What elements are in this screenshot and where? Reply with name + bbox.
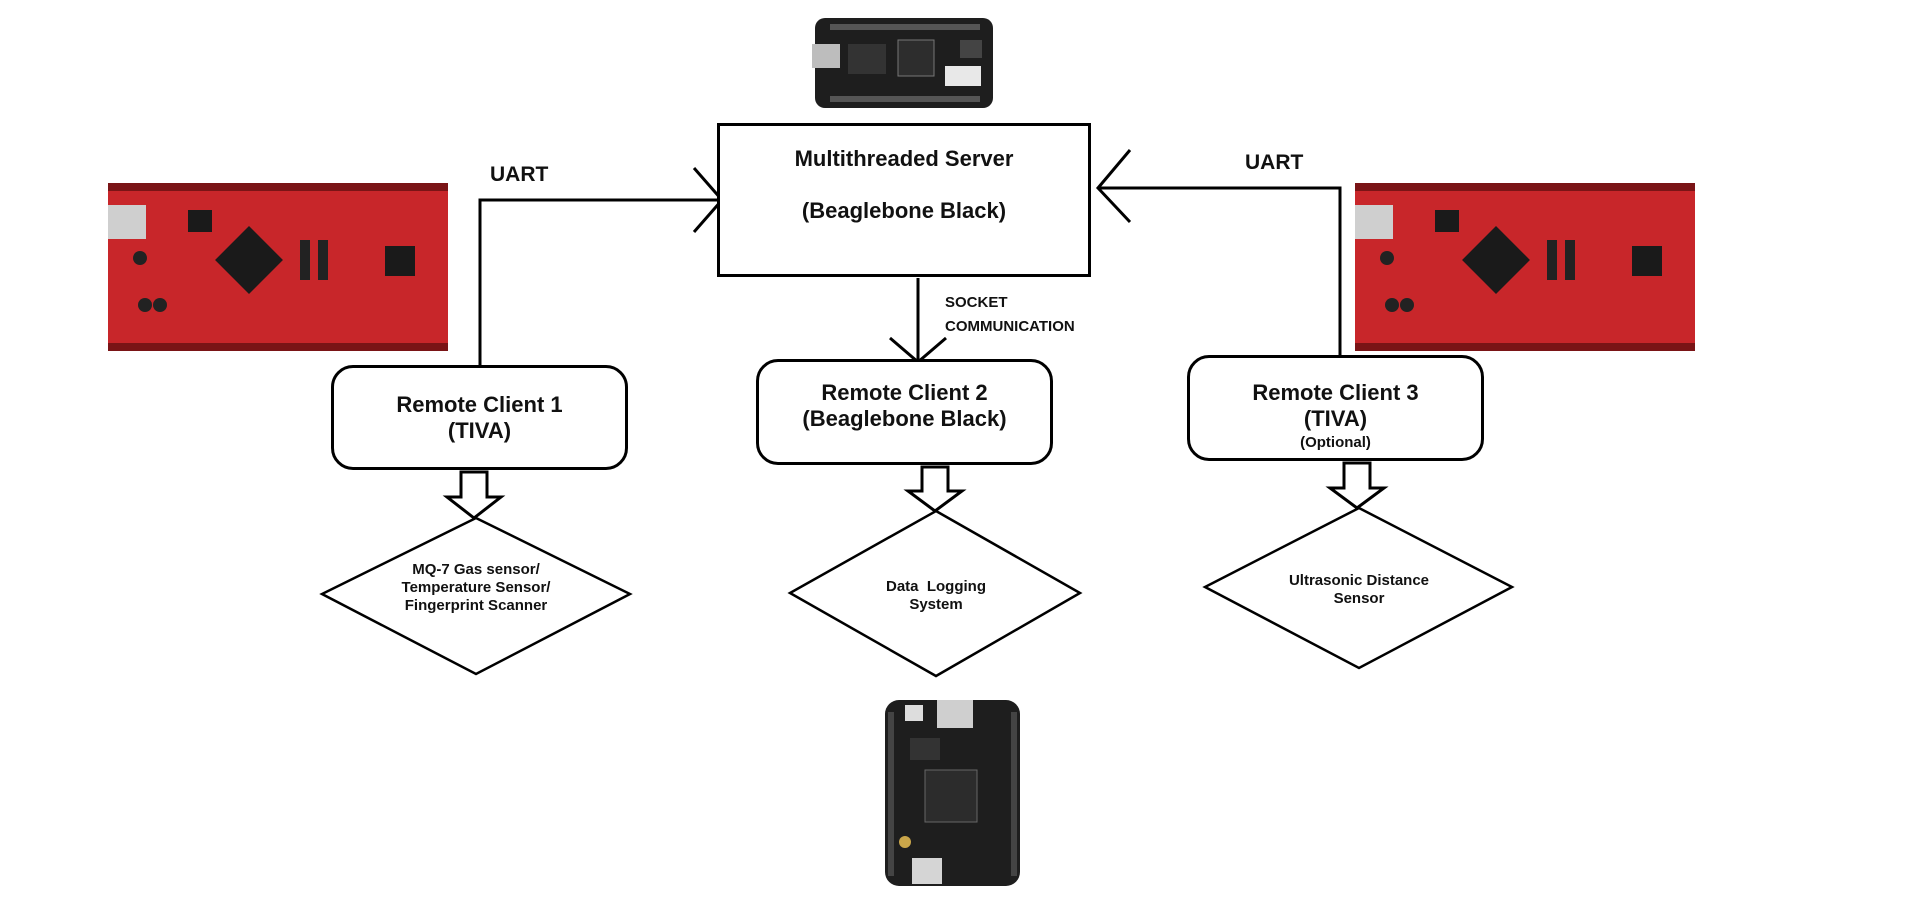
device-3-label: Ultrasonic Distance Sensor	[1259, 572, 1459, 608]
device-diamond-3	[1202, 506, 1515, 670]
device-1-line-1: MQ-7 Gas sensor/	[412, 561, 540, 578]
device-1-line-2: Temperature Sensor/	[401, 579, 551, 596]
socket-label-line1: SOCKET	[945, 294, 1008, 311]
tiva-board-right-image	[1355, 183, 1695, 351]
tiva-board-left-image	[108, 183, 448, 351]
uart-right-label: UART	[1245, 151, 1304, 174]
device-2-line-2: System	[909, 596, 963, 613]
device-diamond-1	[319, 516, 633, 676]
beaglebone-board-bottom-image	[885, 700, 1020, 886]
down-arrow-3	[1325, 461, 1389, 510]
remote-client-2-box: Remote Client 2 (Beaglebone Black)	[756, 359, 1053, 465]
client-1-title: Remote Client 1	[396, 392, 563, 417]
client-1-subtitle: (TIVA)	[447, 418, 512, 443]
uart-right-arrowhead	[1095, 149, 1132, 224]
device-3-line-2: Sensor	[1333, 590, 1385, 607]
device-3-line-1: Ultrasonic Distance	[1288, 572, 1430, 589]
remote-client-1-box: Remote Client 1 (TIVA)	[331, 365, 628, 470]
down-arrow-2	[903, 465, 967, 513]
server-box: Multithreaded Server (Beaglebone Black)	[717, 123, 1091, 277]
client-2-subtitle: (Beaglebone Black)	[802, 406, 1007, 431]
socket-label-line2: COMMUNICATION	[945, 318, 1075, 335]
client-3-subtitle: (TIVA)	[1303, 406, 1368, 431]
device-diamond-2	[787, 509, 1083, 678]
client-3-note: (Optional)	[1300, 434, 1371, 451]
client-2-title: Remote Client 2	[821, 380, 988, 405]
server-subtitle: (Beaglebone Black)	[801, 198, 1007, 223]
remote-client-3-box: Remote Client 3 (TIVA) (Optional)	[1187, 355, 1484, 461]
device-1-label: MQ-7 Gas sensor/ Temperature Sensor/ Fin…	[356, 561, 596, 615]
device-2-label: Data Logging System	[836, 578, 1036, 614]
uart-left-connector	[478, 198, 722, 368]
beaglebone-board-top-image	[812, 18, 993, 108]
uart-right-connector	[1098, 186, 1342, 360]
server-title: Multithreaded Server	[794, 146, 1014, 171]
uart-left-label: UART	[490, 163, 549, 186]
device-1-line-3: Fingerprint Scanner	[404, 597, 548, 614]
device-2-line-1: Data Logging	[886, 578, 986, 595]
client-3-title: Remote Client 3	[1252, 380, 1419, 405]
down-arrow-1	[442, 470, 506, 520]
